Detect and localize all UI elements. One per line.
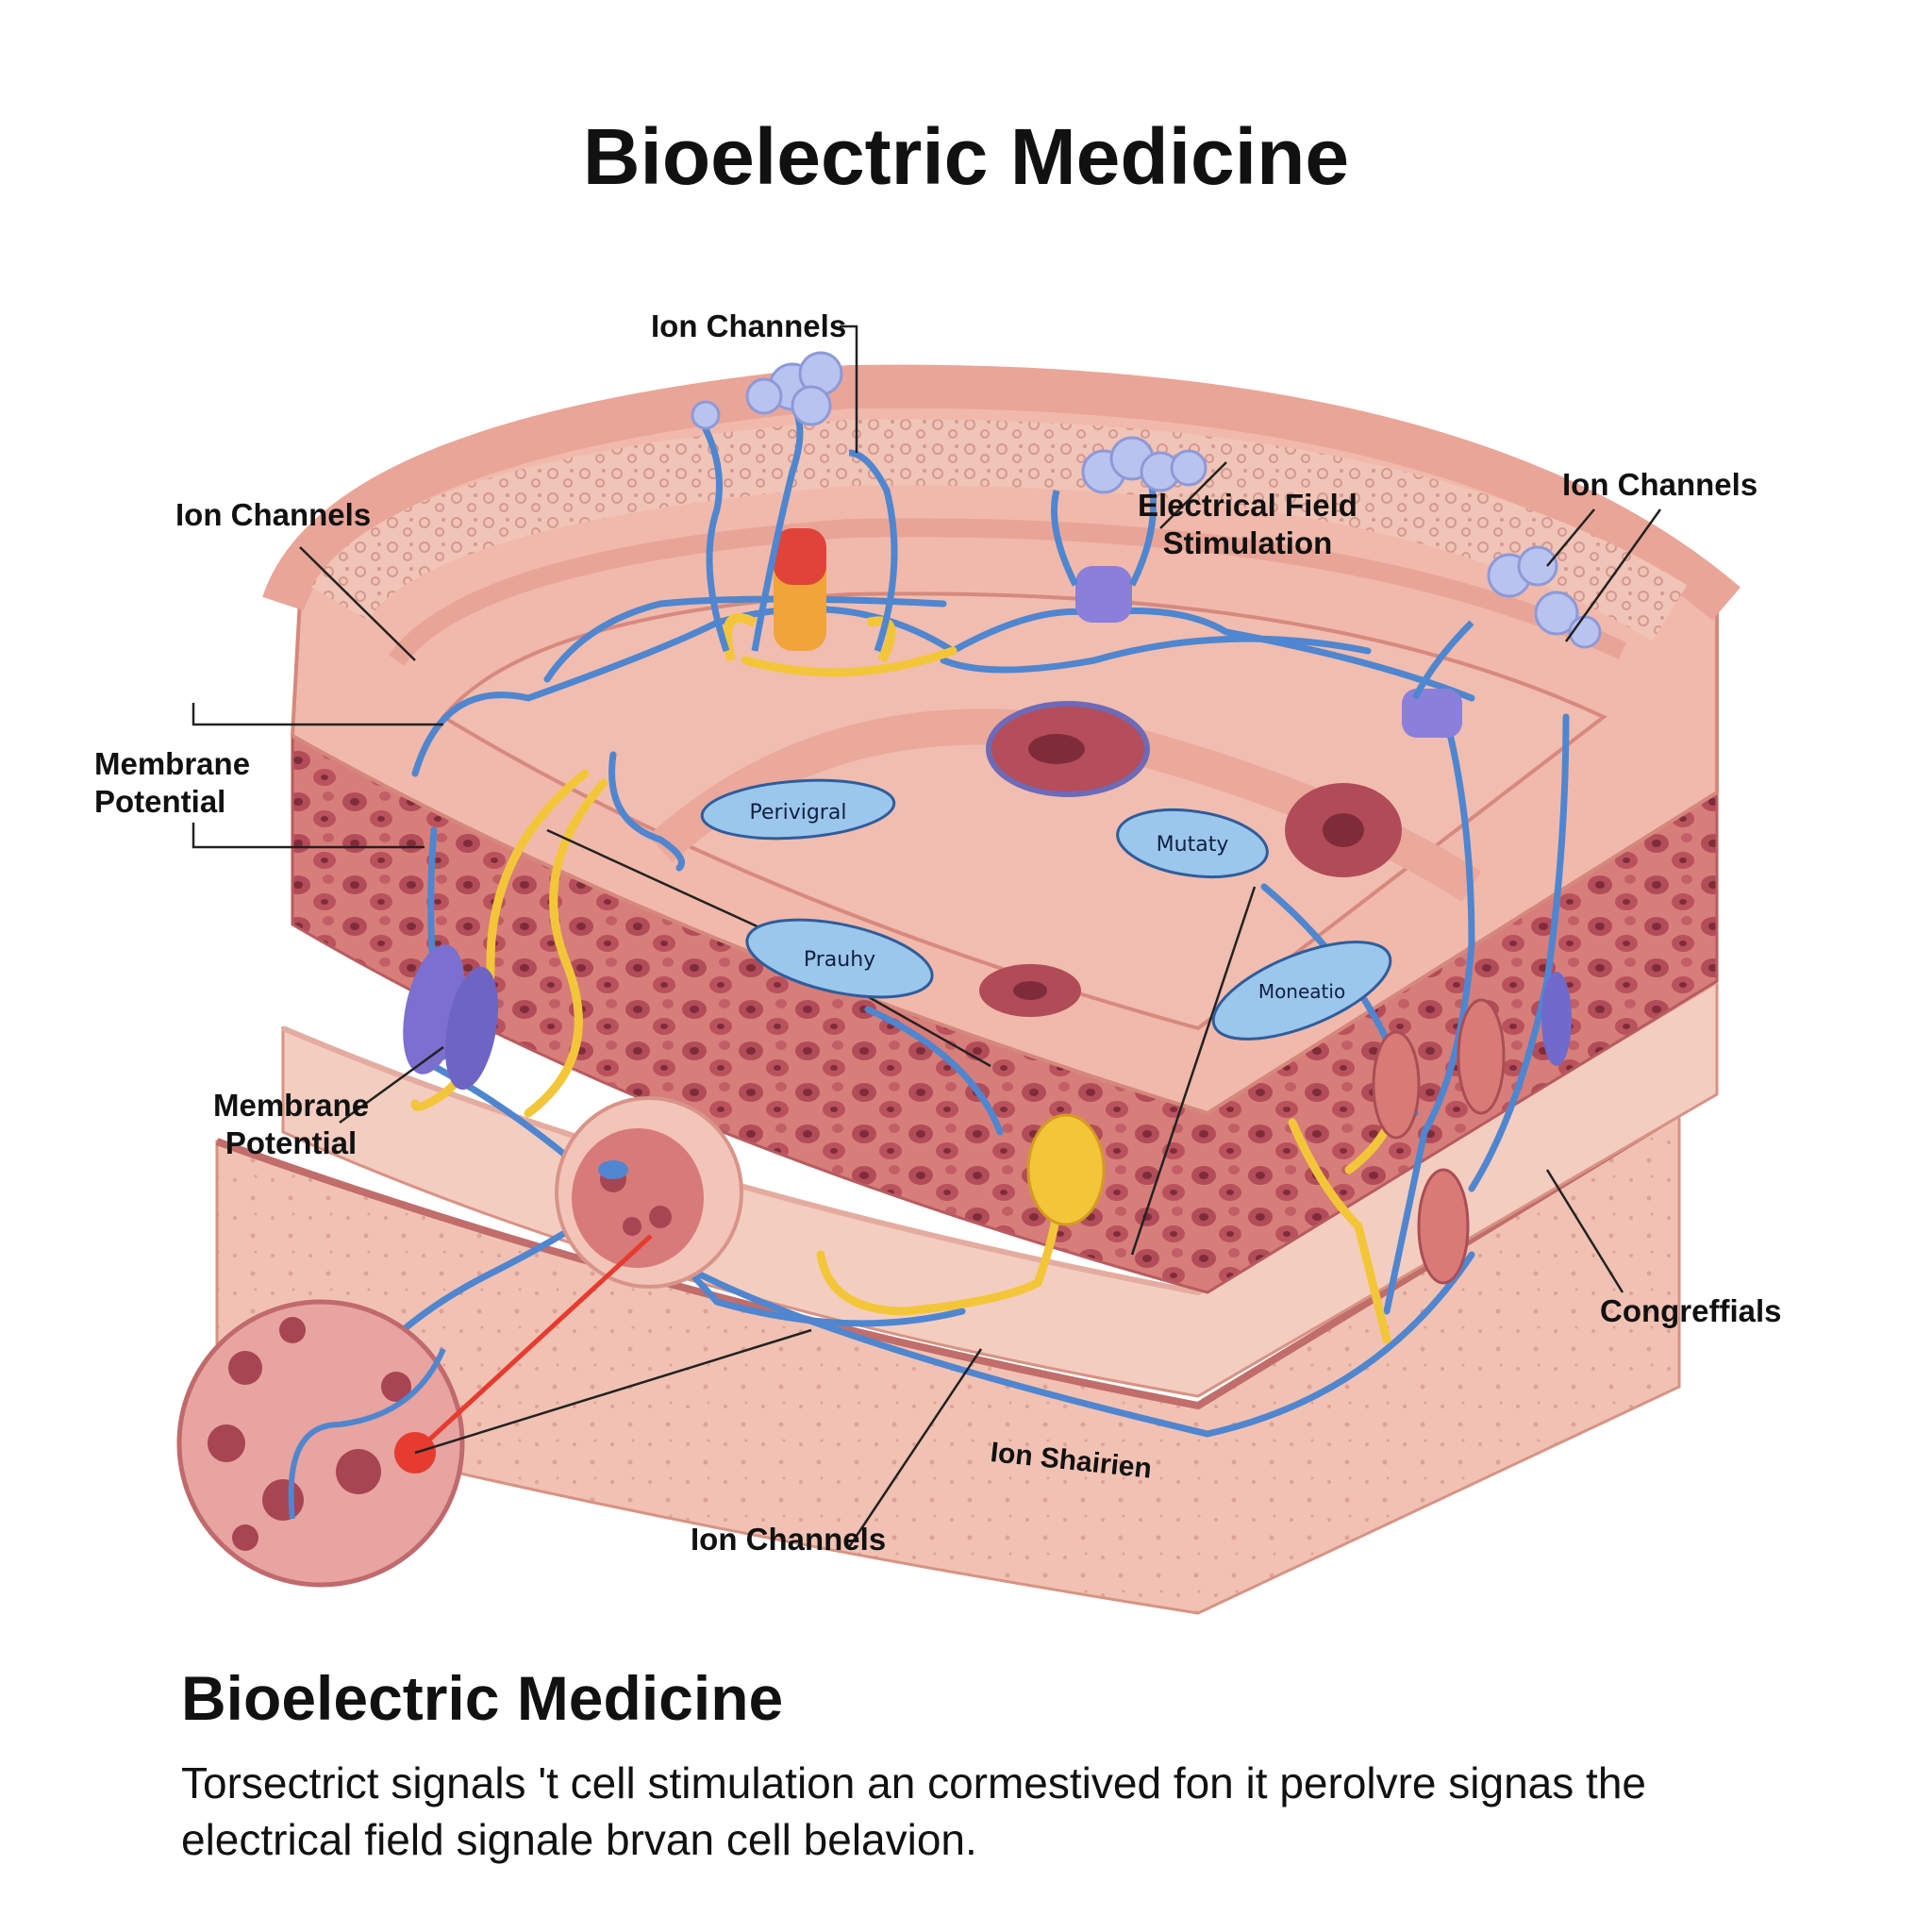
pill-prauhy-text: Prauhy bbox=[804, 948, 875, 972]
pill-mutaty: Mutaty bbox=[1116, 808, 1269, 878]
label-ion-channels-bottom: Ion Channels bbox=[691, 1522, 887, 1557]
caption-body: Torsectrict signals 't cell stimulation … bbox=[181, 1758, 1646, 1864]
caption-title: Bioelectric Medicine bbox=[181, 1663, 784, 1733]
leader-lines bbox=[192, 325, 1662, 1548]
pill-prauhy: Prauhy bbox=[745, 918, 934, 999]
ion-channel-structures bbox=[722, 528, 1462, 738]
magnified-cell bbox=[176, 1299, 465, 1588]
pill-mutaty-text: Mutaty bbox=[1157, 833, 1229, 857]
pill-moneatio-text: Moneatio bbox=[1258, 980, 1345, 1003]
label-congreffials: Congreffials bbox=[1600, 1293, 1782, 1328]
cross-section-disc bbox=[555, 1096, 743, 1289]
pill-perivigral: Perivigral bbox=[700, 778, 896, 841]
page-title: Bioelectric Medicine bbox=[582, 112, 1350, 201]
pill-moneatio: Moneatio bbox=[1211, 941, 1392, 1041]
ion-clouds bbox=[691, 351, 1602, 649]
label-membrane-potential-lower: Membrane Potential bbox=[213, 1088, 370, 1160]
surface-nuclei bbox=[979, 701, 1402, 1017]
signal-line bbox=[413, 1234, 653, 1455]
pill-perivigral-text: Perivigral bbox=[750, 801, 847, 824]
label-electrical-field: Electrical Field Stimulation bbox=[1138, 488, 1357, 560]
label-membrane-potential-upper: Membrane Potential bbox=[94, 746, 251, 819]
cell-bodies bbox=[403, 944, 1572, 1285]
label-ion-channels-left: Ion Channels bbox=[175, 497, 372, 532]
label-ion-channels-top: Ion Channels bbox=[651, 308, 847, 343]
label-ion-channels-right: Ion Channels bbox=[1562, 467, 1758, 502]
